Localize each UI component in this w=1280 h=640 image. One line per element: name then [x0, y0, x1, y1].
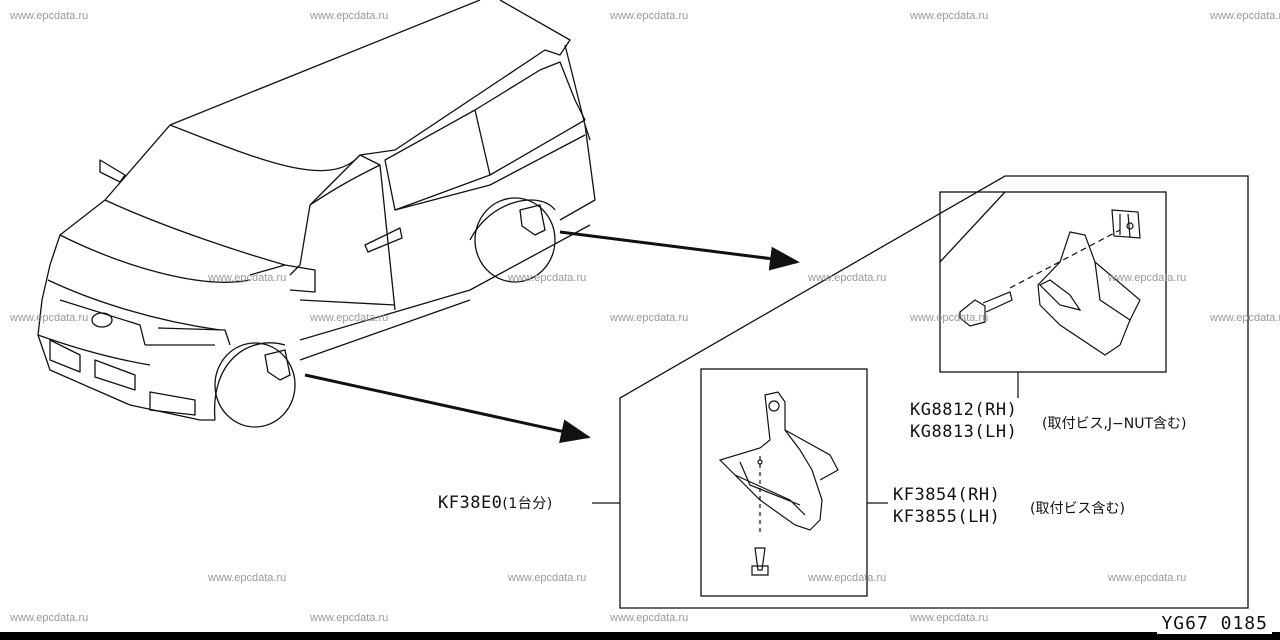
watermark: www.epcdata.ru — [1210, 312, 1280, 324]
watermark: www.epcdata.ru — [610, 312, 689, 324]
detail-frame — [619, 175, 1249, 609]
footer-bar — [0, 632, 1280, 640]
watermark: www.epcdata.ru — [610, 612, 689, 624]
watermark: www.epcdata.ru — [10, 612, 89, 624]
vehicle-illustration — [37, 0, 596, 428]
watermark: www.epcdata.ru — [1108, 272, 1187, 284]
watermark: www.epcdata.ru — [1108, 572, 1187, 584]
rear-parts-note: (取付ビス,J−NUT含む) — [1042, 416, 1187, 432]
watermark: www.epcdata.ru — [310, 312, 389, 324]
rear-mudguard-box — [939, 191, 1167, 373]
watermark: www.epcdata.ru — [10, 312, 89, 324]
front-parts-note: (取付ビス含む) — [1030, 501, 1125, 517]
watermark: www.epcdata.ru — [508, 572, 587, 584]
arrow-front — [304, 373, 591, 443]
watermark: www.epcdata.ru — [508, 272, 587, 284]
front-lh-part-number: KF3855(LH) — [893, 507, 1001, 527]
rear-lh-part-number: KG8813(LH) — [910, 422, 1018, 442]
kit-part-number: KF38E0(1台分) — [438, 493, 553, 513]
watermark: www.epcdata.ru — [208, 272, 287, 284]
arrow-rear — [559, 230, 800, 271]
watermark: www.epcdata.ru — [10, 10, 89, 22]
watermark: www.epcdata.ru — [310, 10, 389, 22]
watermark: www.epcdata.ru — [610, 10, 689, 22]
watermark: www.epcdata.ru — [910, 312, 989, 324]
watermark: www.epcdata.ru — [208, 572, 287, 584]
front-rh-part-number: KF3854(RH) — [893, 485, 1001, 505]
watermark: www.epcdata.ru — [808, 572, 887, 584]
front-mudguard-box — [700, 368, 868, 597]
rear-mudguard-part — [959, 209, 1141, 356]
watermark: www.epcdata.ru — [910, 612, 989, 624]
kit-code: KF38E0 — [438, 493, 503, 513]
kit-qty-note: (1台分) — [502, 496, 553, 512]
watermark: www.epcdata.ru — [310, 612, 389, 624]
front-mudguard-part — [718, 391, 839, 576]
figure-code: YG67 0185 — [1157, 614, 1272, 634]
watermark: www.epcdata.ru — [808, 272, 887, 284]
rear-rh-part-number: KG8812(RH) — [910, 400, 1018, 420]
watermark: www.epcdata.ru — [910, 10, 989, 22]
watermark: www.epcdata.ru — [1210, 10, 1280, 22]
